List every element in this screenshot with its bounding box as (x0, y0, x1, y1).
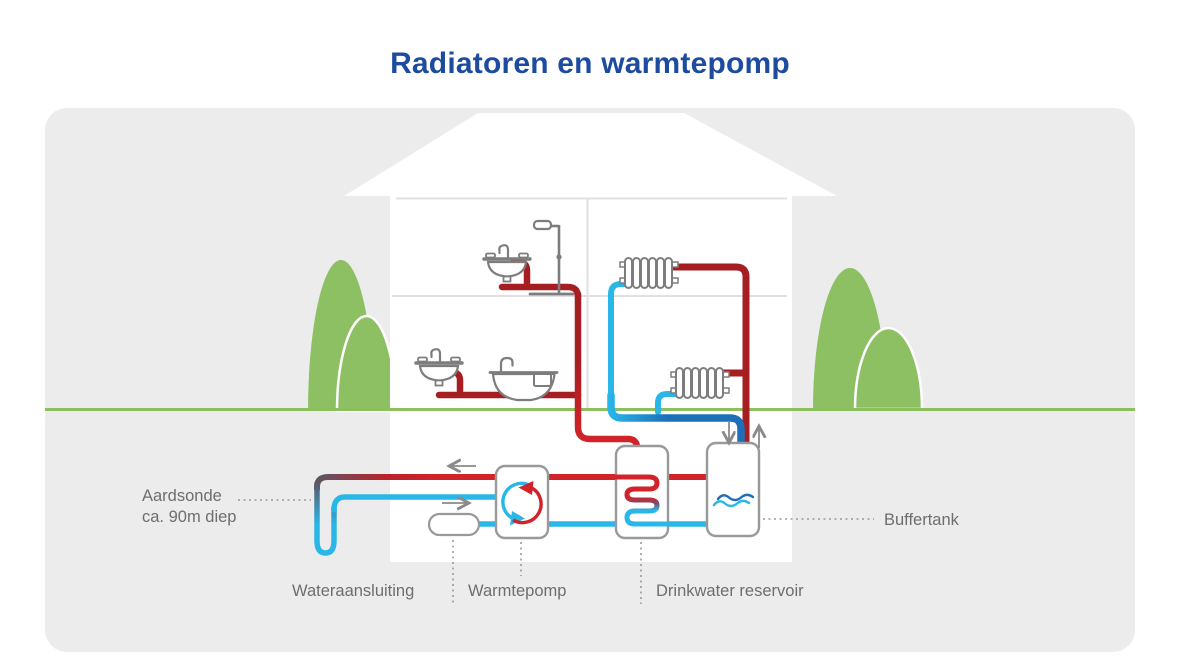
label-buffertank: Buffertank (884, 511, 959, 529)
flow-arrows (442, 421, 759, 503)
floor-lines (392, 197, 787, 408)
water-connection-box (427, 512, 481, 537)
heat-pump-cycle-icon (501, 481, 543, 526)
label-wateraansluiting: Wateraansluiting (292, 582, 415, 600)
label-drinkwater-reservoir: Drinkwater reservoir (656, 582, 804, 600)
bathtub-icon (488, 356, 559, 402)
shower-icon (528, 219, 575, 296)
label-connectors (238, 499, 874, 604)
buffer-tank-box (705, 441, 761, 538)
bush-left (308, 260, 398, 413)
water-waves-icon (712, 493, 755, 508)
page-title: Radiatoren en warmtepomp (390, 47, 790, 80)
radiator-icon-first-floor (670, 367, 730, 399)
bush-right (813, 268, 924, 411)
hot-water-down-pipe (574, 290, 641, 460)
heat-exchange-coil (613, 474, 671, 527)
radiator-return-pipe (607, 281, 745, 456)
label-aardsonde: Aardsonde ca. 90m diep (142, 487, 237, 526)
label-warmtepomp: Warmtepomp (468, 582, 567, 600)
house-roof (344, 113, 837, 196)
radiator-icon-top-floor (619, 257, 679, 289)
ground-loop-pipe (314, 474, 713, 556)
